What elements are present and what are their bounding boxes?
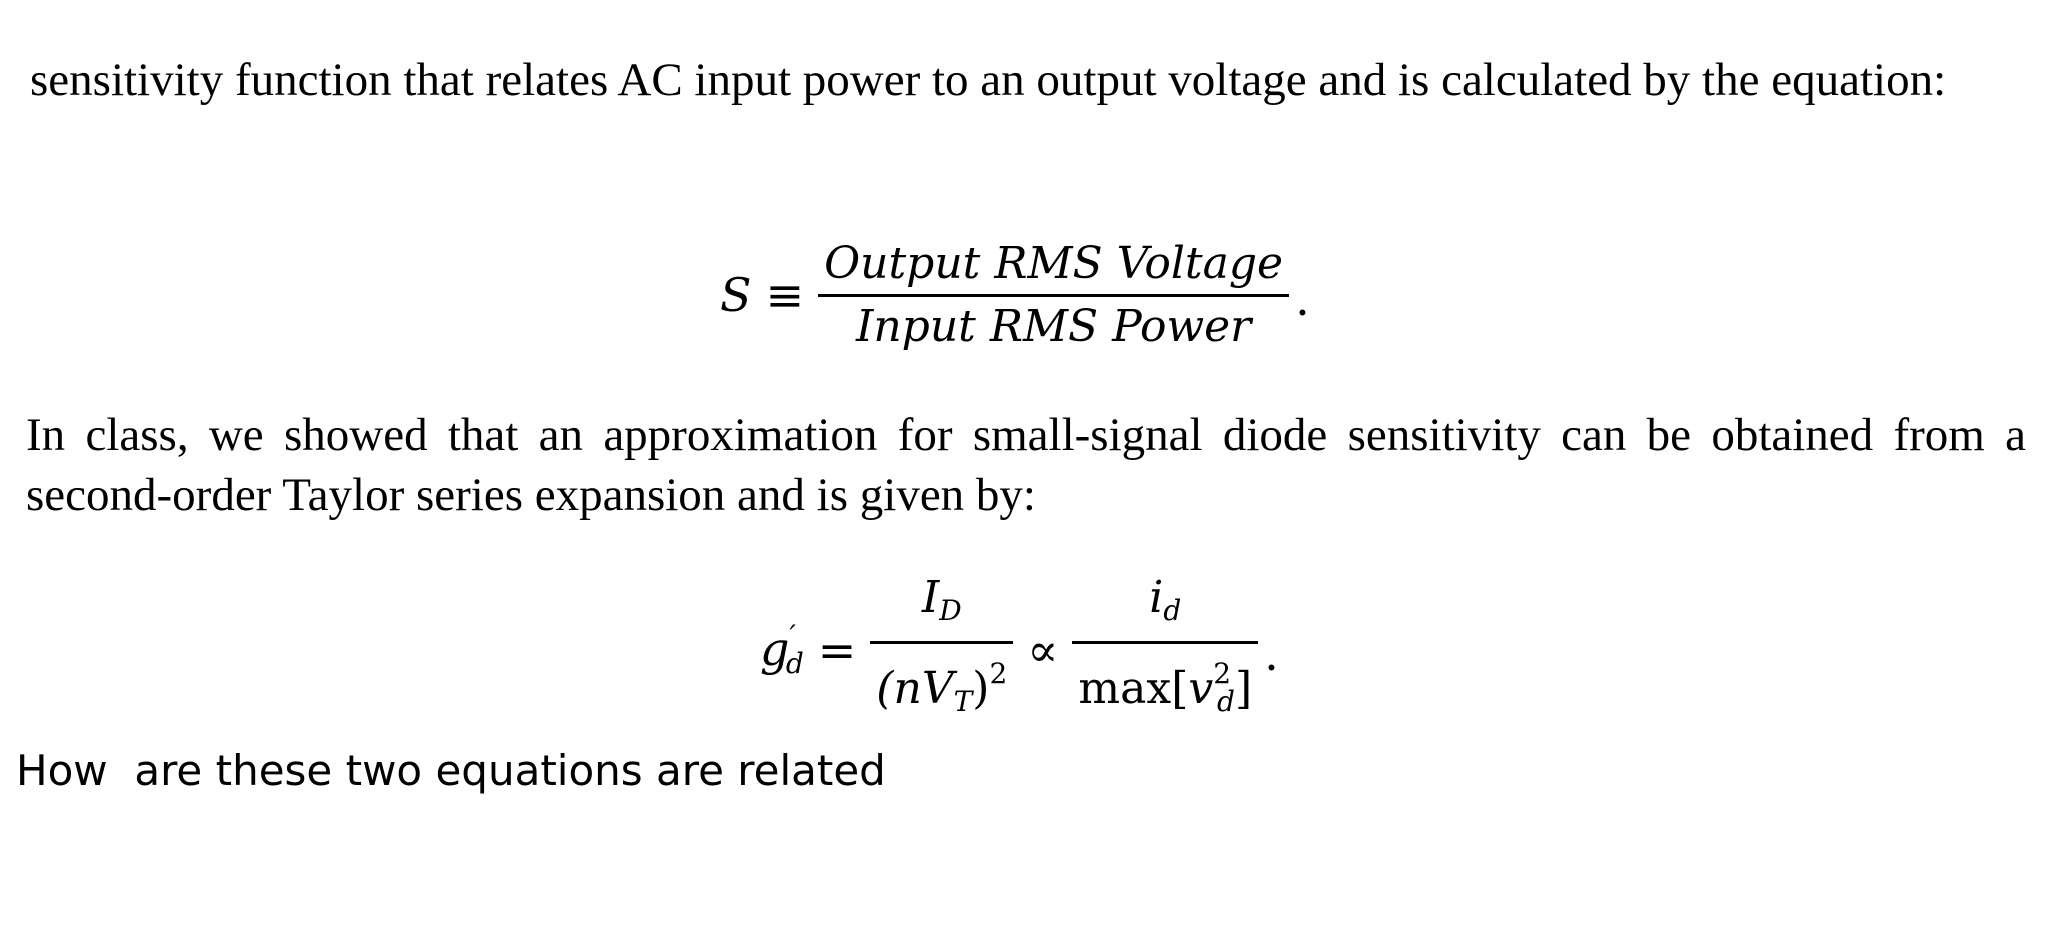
eq2-frac2-numerator: id [1143, 568, 1187, 641]
eq2-fraction-2: id max[v2d] [1072, 568, 1259, 732]
eq2-equals: = [817, 623, 857, 677]
eq1-equivalence-operator: ≡ [765, 268, 805, 322]
eq2-frac2-den-max: max[ [1078, 663, 1189, 714]
intro-paragraph: sensitivity function that relates AC inp… [30, 54, 1947, 106]
eq1-denominator: Input RMS Power [855, 300, 1252, 352]
eq2-proportional: ∝ [1027, 623, 1059, 677]
eq1-fraction-bar [818, 293, 1290, 297]
eq2-lhs-prime: ′ [789, 619, 796, 652]
diode-sensitivity-equation: g′d = ID (nVT)2 ∝ id max[v2d] . [760, 572, 1279, 725]
eq2-frac1-num-sub: D [939, 594, 962, 627]
eq2-lhs: g′d [760, 613, 804, 687]
eq1-numerator: Output RMS Voltage [824, 237, 1284, 289]
taylor-paragraph: In class, we showed that an approximatio… [26, 409, 2026, 521]
eq2-frac1-den-sub: T [953, 685, 973, 718]
eq2-frac2-den-sub: d [1217, 685, 1235, 718]
eq2-frac2-den-sup: 2 [1213, 657, 1232, 690]
eq2-frac1-num-base: I [921, 572, 940, 623]
question-text: How are these two equations are related [16, 746, 886, 795]
eq2-frac2-bar [1072, 641, 1259, 644]
sensitivity-equation: S ≡ Output RMS Voltage Input RMS Power . [720, 220, 1310, 370]
eq1-terminator: . [1295, 272, 1310, 326]
eq2-frac2-num-sub: d [1163, 594, 1182, 627]
eq2-fraction-1: ID (nVT)2 [870, 568, 1014, 732]
eq2-frac2-denominator: max[v2d] [1072, 644, 1258, 732]
eq2-frac1-denominator: (nVT)2 [870, 644, 1013, 732]
eq2-frac1-den-sup: 2 [989, 657, 1008, 690]
eq2-frac2-den-close: ] [1234, 663, 1253, 714]
eq2-lhs-sub: d [785, 647, 804, 680]
eq2-frac2-den-v: v [1188, 663, 1214, 714]
eq2-frac1-den-close: ) [972, 663, 990, 714]
eq1-lhs: S [720, 268, 752, 322]
eq2-frac2-num-base: i [1149, 572, 1164, 623]
eq1-fraction: Output RMS Voltage Input RMS Power [818, 234, 1290, 357]
eq2-frac1-den-open: (n [876, 663, 922, 714]
eq2-terminator: . [1264, 627, 1279, 681]
eq2-lhs-base: g [760, 622, 790, 676]
eq2-frac1-bar [870, 641, 1014, 644]
eq2-frac1-numerator: ID [916, 568, 968, 641]
eq2-frac1-den-v: V [921, 663, 954, 714]
